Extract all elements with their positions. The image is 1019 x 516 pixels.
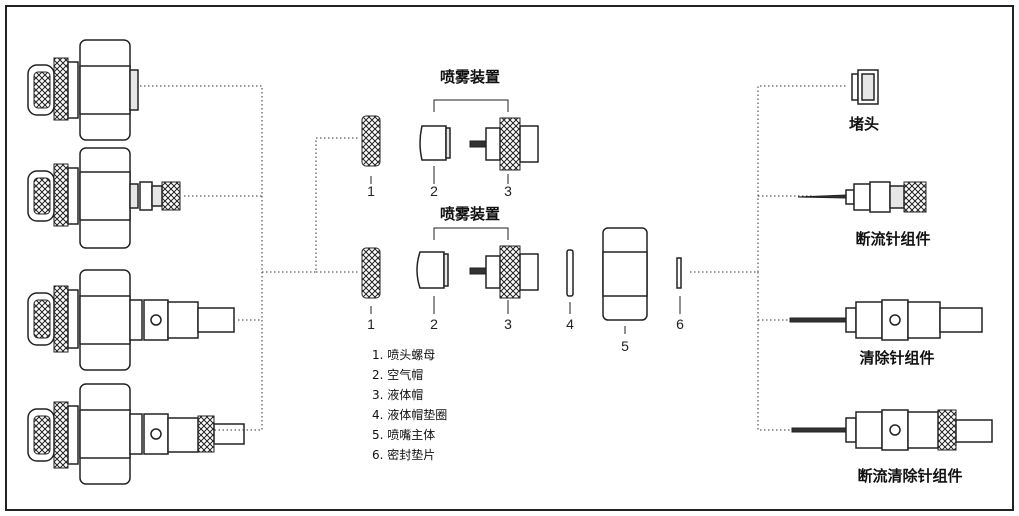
legend-item: 4. 液体帽垫圈 — [372, 407, 447, 422]
part-nut-bottom — [361, 247, 381, 299]
assembly-left-3 — [27, 269, 235, 371]
part-fluidcap-top — [469, 117, 539, 171]
right-label-plug: 堵头 — [849, 115, 879, 133]
part-aircap-bottom — [416, 251, 449, 289]
part-number-bottom-4: 4 — [566, 316, 574, 332]
part-number-bottom-6: 6 — [676, 316, 684, 332]
right-label-cleaning: 清除针组件 — [859, 349, 934, 367]
legend-item: 6. 密封垫片 — [372, 447, 435, 462]
legend-list: 1. 喷头螺母 2. 空气帽 3. 液体帽 4. 液体帽垫圈 5. 喷嘴主体 6… — [372, 348, 447, 462]
part-number-bottom-2: 2 — [430, 316, 438, 332]
assembly-right-shutoff-cleaning — [791, 409, 993, 451]
part-nut-top — [361, 115, 381, 167]
part-number-bottom-1: 1 — [367, 316, 375, 332]
part-number-top-2: 2 — [430, 183, 438, 199]
part-number-bottom-3: 3 — [504, 316, 512, 332]
part-aircap-top — [419, 125, 451, 161]
group-label-spray-top: 喷雾装置 — [440, 68, 500, 86]
part-number-bottom-5: 5 — [621, 338, 629, 354]
legend-item: 2. 空气帽 — [372, 367, 423, 382]
assembly-left-4 — [27, 383, 245, 485]
right-label-shutoff-cleaning: 断流清除针组件 — [857, 467, 962, 485]
legend-item: 1. 喷头螺母 — [372, 348, 435, 362]
part-number-top-3: 3 — [504, 183, 512, 199]
part-fluidcap-bottom — [469, 245, 539, 299]
part-number-top-1: 1 — [367, 183, 375, 199]
assembly-right-plug — [851, 69, 879, 105]
assembly-right-cleaning — [789, 299, 983, 341]
right-label-shutoff: 断流针组件 — [855, 230, 930, 248]
group-label-spray-bottom: 喷雾装置 — [440, 205, 500, 223]
part-gasket-4 — [566, 249, 574, 297]
assembly-right-shutoff — [797, 181, 927, 213]
legend-item: 5. 喷嘴主体 — [372, 428, 435, 442]
part-seal-6 — [676, 257, 682, 289]
assembly-left-2 — [27, 147, 181, 249]
legend-item: 3. 液体帽 — [372, 387, 423, 402]
assembly-left-1 — [27, 39, 139, 141]
part-body-5 — [602, 227, 648, 321]
